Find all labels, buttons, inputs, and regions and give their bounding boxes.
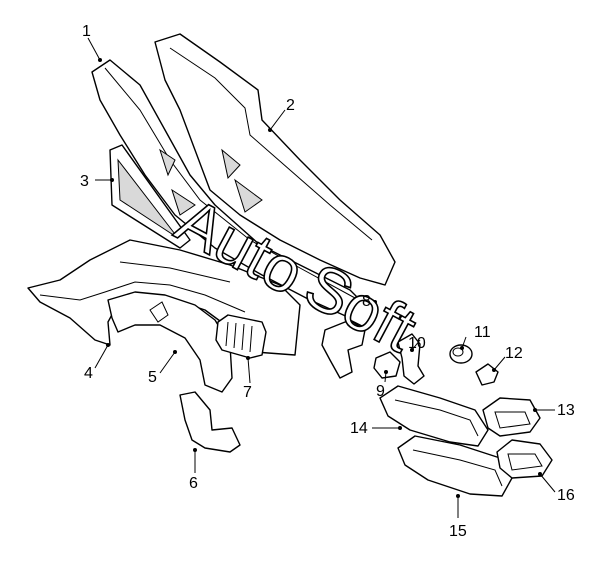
callout-11: 11 bbox=[474, 324, 491, 341]
part-11-grommet[interactable] bbox=[449, 344, 473, 364]
callout-9: 9 bbox=[376, 383, 385, 400]
part-3-quarter-glass[interactable] bbox=[109, 144, 191, 249]
callout-3: 3 bbox=[80, 173, 89, 190]
callout-5: 5 bbox=[148, 369, 157, 386]
part-15-tail-lamp-lower[interactable] bbox=[397, 435, 513, 497]
part-14-tail-lamp[interactable] bbox=[379, 385, 489, 447]
callout-16: 16 bbox=[557, 487, 575, 504]
callout-14: 14 bbox=[350, 420, 368, 437]
part-2-quarter-panel-outer[interactable] bbox=[154, 33, 396, 286]
part-6-mud-flap[interactable] bbox=[179, 391, 241, 453]
part-5-wheel-arch-liner[interactable] bbox=[107, 291, 233, 393]
callout-1: 1 bbox=[82, 23, 91, 40]
callout-12: 12 bbox=[505, 345, 523, 362]
callout-4: 4 bbox=[84, 365, 93, 382]
callout-13: 13 bbox=[557, 402, 575, 419]
part-16-small-lamp-lower[interactable] bbox=[496, 439, 553, 479]
callout-8: 8 bbox=[362, 293, 371, 310]
callout-15: 15 bbox=[449, 523, 467, 540]
part-7-vent-grille[interactable] bbox=[215, 314, 267, 359]
callout-6: 6 bbox=[189, 475, 198, 492]
part-13-small-lamp[interactable] bbox=[482, 397, 541, 437]
callout-10: 10 bbox=[408, 335, 426, 352]
callout-2: 2 bbox=[286, 97, 295, 114]
part-8-bracket[interactable] bbox=[321, 297, 376, 379]
part-12-plug[interactable] bbox=[475, 363, 499, 386]
leader-lines bbox=[87, 37, 556, 518]
part-10-clip[interactable] bbox=[397, 333, 425, 385]
callout-7: 7 bbox=[243, 384, 252, 401]
part-9-clip[interactable] bbox=[373, 351, 401, 379]
callout-labels: 1 2 3 4 5 6 7 8 9 10 11 12 13 14 15 16 bbox=[80, 23, 575, 540]
